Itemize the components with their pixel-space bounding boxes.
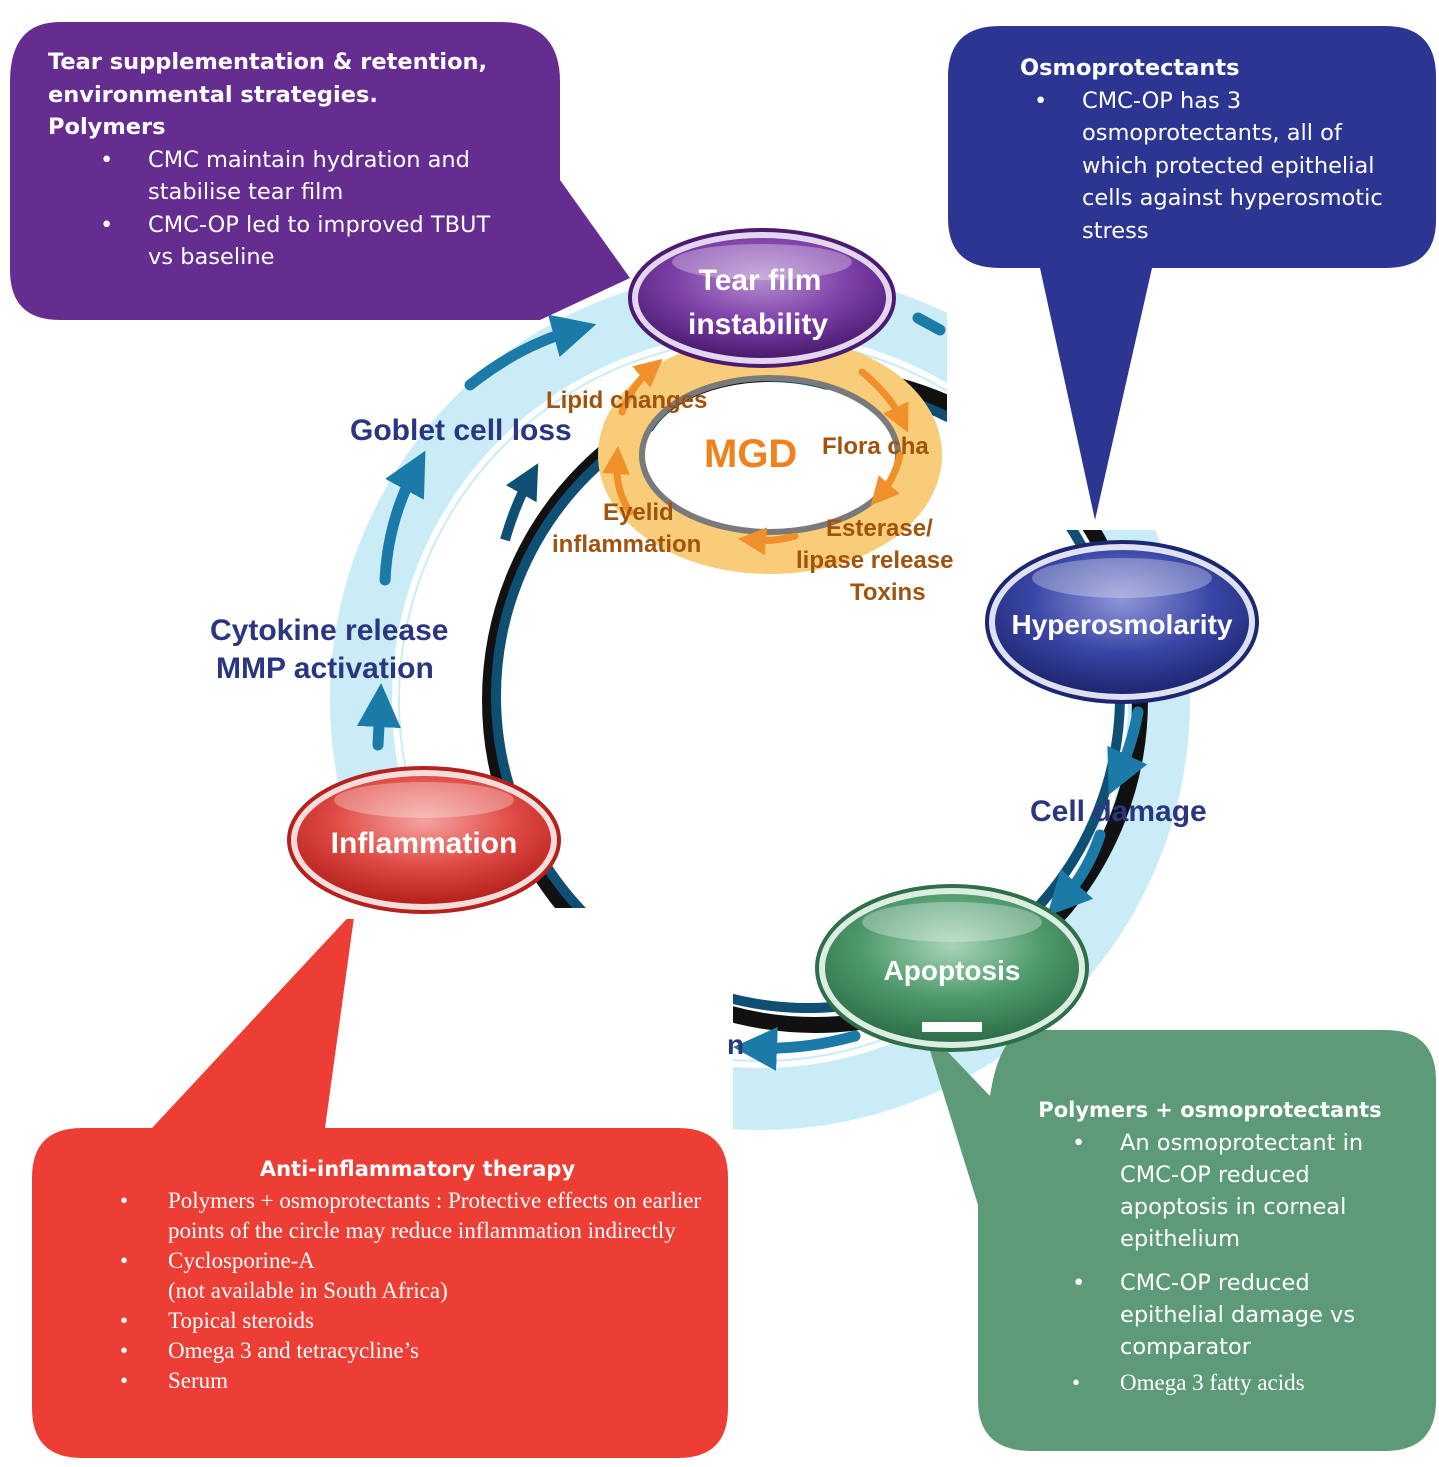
callout-purple-line3: Polymers	[48, 114, 166, 140]
callout-blue: Osmoprotectants CMC-OP has 3 osmoprotect…	[1020, 52, 1400, 247]
callout-green: Polymers + osmoprotectants An osmoprotec…	[1000, 1093, 1420, 1399]
node-inflammation-crop	[280, 909, 370, 919]
callout-red: Anti-inflammatory therapy Polymers + osm…	[70, 1152, 710, 1396]
inner-ring-arrow	[500, 463, 539, 542]
apoptosis-label: Apoptosis	[884, 955, 1021, 986]
callout-purple-line2: environmental strategies.	[48, 81, 378, 108]
mgd-lipase-label: lipase release	[796, 547, 953, 574]
mgd-toxins-label: Toxins	[850, 579, 926, 606]
mgd-flora-label: Flora cha	[822, 433, 929, 460]
list-item: CMC maintain hydration and stabilise tea…	[100, 144, 518, 209]
cutout-bottom-left	[320, 908, 560, 1168]
callout-purple-list: CMC maintain hydration and stabilise tea…	[100, 144, 518, 274]
cell-damage-label: Cell damage	[1030, 795, 1207, 828]
callout-green-list: An osmoprotectant in CMC-OP reduced apop…	[1072, 1127, 1420, 1399]
callout-purple-line1: Tear supplementation & retention,	[48, 49, 488, 75]
tear-film-label-line2: instability	[688, 308, 828, 341]
list-item: CMC-OP has 3 osmoprotectants, all of whi…	[1034, 85, 1400, 248]
node-apoptosis-crop	[922, 1022, 982, 1032]
node-inflammation: Inflammation	[287, 766, 561, 914]
list-item: Topical steroids	[120, 1306, 710, 1336]
callout-green-heading: Polymers + osmoprotectants	[1038, 1098, 1382, 1122]
node-hyperosmolarity: Hyperosmolarity	[985, 540, 1259, 704]
list-item: Serum	[120, 1366, 710, 1396]
list-item: Polymers + osmoprotectants : Protective …	[120, 1186, 710, 1246]
callout-red-heading: Anti-inflammatory therapy	[259, 1157, 576, 1181]
mgd-eyelid-label-line2: inflammation	[552, 531, 701, 558]
list-item: An osmoprotectant in CMC-OP reduced apop…	[1072, 1127, 1420, 1255]
mgd-esterase-label: Esterase/	[826, 515, 933, 542]
node-apoptosis: Apoptosis	[815, 884, 1089, 1052]
cytokine-release-label: Cytokine release	[210, 614, 448, 647]
tear-film-label-line1: Tear film	[699, 264, 822, 297]
callout-purple: Tear supplementation & retention, enviro…	[48, 46, 518, 274]
list-item: Cyclosporine-A	[120, 1246, 710, 1276]
list-item-continuation: (not available in South Africa)	[168, 1278, 448, 1303]
cutout-bottom	[555, 908, 733, 1168]
node-tear-film: Tear film instability	[628, 228, 896, 368]
callout-blue-heading: Osmoprotectants	[1020, 55, 1240, 81]
mmp-activation-label: MMP activation	[216, 652, 434, 685]
mgd-lipid-label: Lipid changes	[546, 387, 707, 414]
mgd-title: MGD	[704, 432, 797, 476]
partial-cycle-label: n	[727, 1029, 744, 1060]
list-item: Omega 3 fatty acids	[1072, 1367, 1420, 1399]
list-item: CMC-OP reduced epithelial damage vs comp…	[1072, 1267, 1420, 1363]
callout-red-list: Polymers + osmoprotectants : Protective …	[120, 1186, 710, 1396]
goblet-cell-loss-label: Goblet cell loss	[350, 414, 572, 447]
list-item: CMC-OP led to improved TBUT vs baseline	[100, 209, 518, 274]
mgd-eyelid-label-line1: Eyelid	[603, 499, 674, 526]
mgd-arrows	[602, 358, 909, 556]
hyperosmolarity-label: Hyperosmolarity	[1012, 609, 1233, 640]
list-item: Omega 3 and tetracycline’s	[120, 1336, 710, 1366]
callout-blue-list: CMC-OP has 3 osmoprotectants, all of whi…	[1034, 85, 1400, 248]
cycle-arrows	[356, 312, 1148, 1071]
inflammation-label: Inflammation	[331, 827, 518, 860]
